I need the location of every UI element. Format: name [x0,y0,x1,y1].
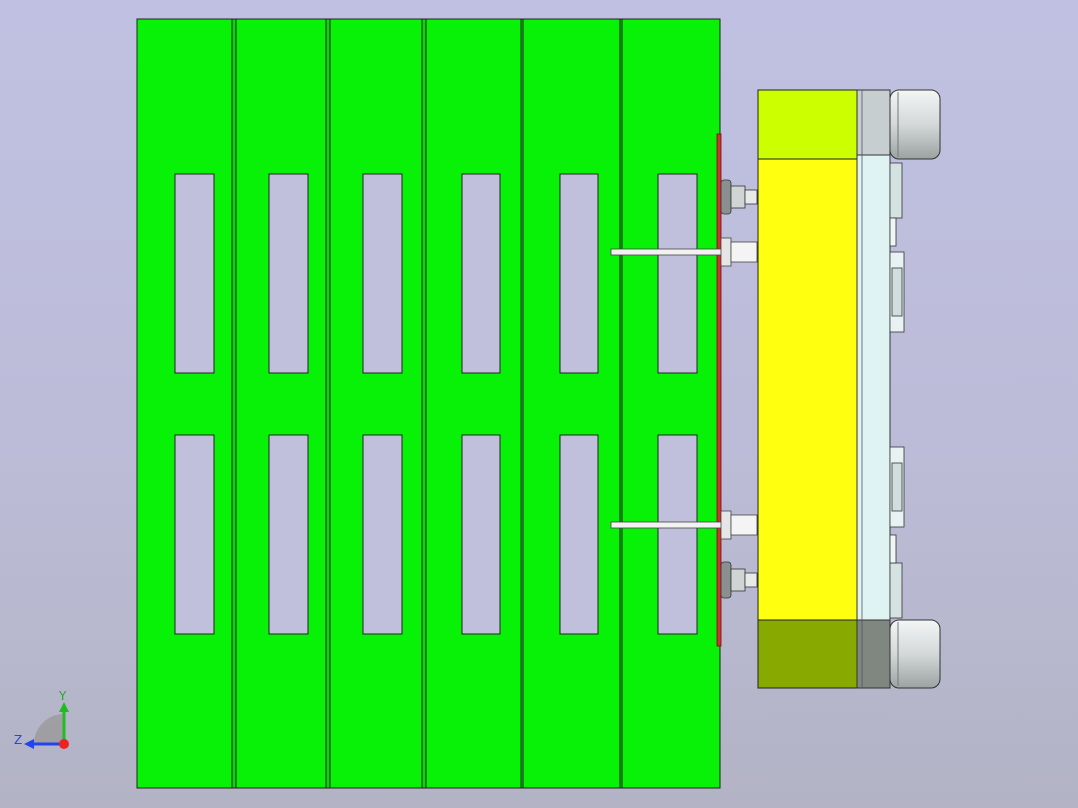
z-axis-arrow [24,739,34,749]
guide-rod-lower[interactable] [610,521,724,529]
rod-bushing [730,514,758,536]
block-main[interactable] [757,158,858,621]
plate-gap [325,18,331,789]
side-block [891,462,903,512]
slot-lower [268,434,309,635]
guide-rods[interactable] [610,237,758,540]
back-plate[interactable] [856,154,891,626]
side-block [889,217,897,247]
y-axis-label: Y [58,689,67,703]
x-axis-dot [59,739,69,749]
fittings[interactable] [720,179,758,599]
slot-upper [268,173,309,374]
side-block [891,267,903,317]
clamp-top[interactable] [856,89,891,156]
plate-3[interactable] [329,18,423,789]
slot-lower [461,434,501,635]
plate-6[interactable] [621,18,721,789]
rod-bushing [730,241,758,263]
plate-5[interactable] [522,18,621,789]
slot-upper [559,173,599,374]
plate-slots [174,173,698,635]
plate-stack[interactable] [136,18,721,789]
rod-bushing [720,510,732,540]
slot-upper [362,173,403,374]
slot-lower [174,434,215,635]
fitting-upper[interactable] [720,179,732,215]
mold-block[interactable] [757,89,858,689]
block-top[interactable] [757,89,858,160]
slot-upper [174,173,215,374]
y-axis-arrow [59,702,69,712]
plate-gap [619,18,623,789]
plate-gap [421,18,427,789]
slot-lower [362,434,403,635]
guide-rod-upper[interactable] [610,248,724,256]
separator-plate[interactable] [716,133,722,647]
fitting-lower [744,572,758,588]
slot-upper [461,173,501,374]
fitting-upper [744,189,758,205]
cylinder-bottom[interactable] [889,619,941,689]
fitting-upper [730,185,746,209]
fitting-lower [730,568,746,592]
fitting-lower[interactable] [720,561,732,599]
plate-2[interactable] [235,18,327,789]
slot-upper [657,173,698,374]
plate-1[interactable] [136,18,233,789]
side-hardware[interactable] [889,162,905,619]
z-axis-label: Z [14,733,22,747]
block-bottom[interactable] [757,619,858,689]
side-block [889,534,897,564]
back-assembly[interactable] [856,89,891,689]
plate-gap [231,18,237,789]
slot-lower [559,434,599,635]
cylinders[interactable] [889,89,941,689]
plate-4[interactable] [425,18,522,789]
side-block[interactable] [889,562,903,619]
plate-gap [520,18,524,789]
rod-bushing [720,237,732,267]
cylinder-top[interactable] [889,89,941,160]
slot-lower [657,434,698,635]
side-block[interactable] [889,162,903,219]
axis-triad-icon: Y Z [14,689,69,749]
triad-arc [34,714,64,744]
